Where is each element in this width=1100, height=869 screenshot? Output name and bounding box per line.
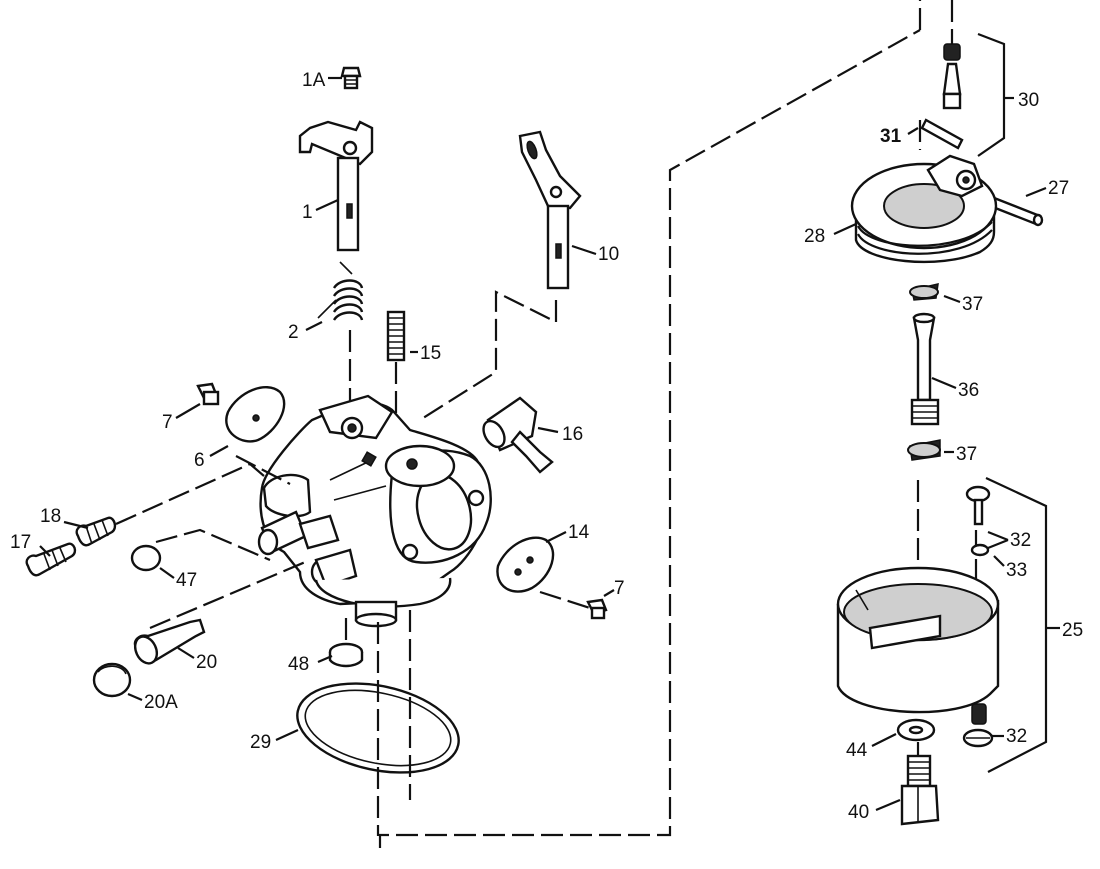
callout-44: 44 [846,740,868,761]
callout-14: 14 [568,522,590,543]
part-37-washer-top [909,283,939,301]
carburetor-body [257,394,492,628]
callout-18: 18 [40,506,61,527]
assembly-lines-left [115,455,311,630]
callout-17: 17 [10,532,31,553]
part-36-main-jet [910,312,940,426]
part-32-screw-top [965,485,991,526]
part-14-throttle-plate [496,536,591,610]
callout-33: 33 [1006,560,1027,581]
part-6-choke-plate [225,386,286,443]
part-18-spring [75,516,117,547]
assembly-lines-bottom [376,610,412,836]
bracket-25 [985,477,1048,773]
callout-10: 10 [598,244,619,265]
callout-29: 29 [250,732,271,753]
callout-40: 40 [848,802,869,823]
callout-1A: 1A [302,70,326,91]
callout-1: 1 [302,202,313,223]
callout-20: 20 [196,652,217,673]
part-1A-screw [340,66,362,90]
callout-47: 47 [176,570,197,591]
callout-6: 6 [194,450,205,471]
part-16-fuel-inlet [482,396,554,474]
part-20A-cap [92,662,132,698]
callout-37-top: 37 [962,294,983,315]
callout-7-bottom: 7 [614,578,625,599]
callout-36: 36 [958,380,979,401]
callout-7-top: 7 [162,412,173,433]
callout-2: 2 [288,322,299,343]
part-48-disc [328,618,364,668]
callout-28: 28 [804,226,825,247]
callout-16: 16 [562,424,583,445]
part-2-spring [317,261,364,321]
part-17-screw [25,542,77,577]
part-44-washer [896,718,936,742]
part-37-washer-bottom [907,439,941,461]
callout-37-bottom: 37 [956,444,977,465]
section-boundary [378,0,922,848]
part-30-needle-seat [920,0,1006,157]
callout-31: 31 [880,126,902,147]
part-33-washer [970,543,990,557]
callout-48: 48 [288,654,309,675]
part-10-throttle-shaft [518,130,582,290]
callout-labels: 1A 1 2 15 10 7 6 16 18 17 47 14 7 20 20A… [10,70,1083,823]
part-15-idle-screw [386,310,406,362]
part-25-float-bowl [836,566,1000,714]
part-28-float [850,120,998,264]
callout-leaders [39,76,1060,812]
callout-32-bottom: 32 [1006,726,1027,747]
callout-30: 30 [1018,90,1039,111]
callout-32-top: 32 [1010,530,1031,551]
part-40-bowl-nut [900,754,940,826]
part-7-screw-top [196,382,220,406]
callout-15: 15 [420,343,441,364]
part-20-needle [133,618,206,665]
part-1-choke-shaft [298,120,374,252]
callout-20A: 20A [144,692,178,713]
part-47-plug [130,544,162,572]
part-7-screw-bottom [586,598,608,620]
part-32-screw-bottom [962,703,994,748]
callout-27: 27 [1048,178,1069,199]
callout-25: 25 [1062,620,1083,641]
